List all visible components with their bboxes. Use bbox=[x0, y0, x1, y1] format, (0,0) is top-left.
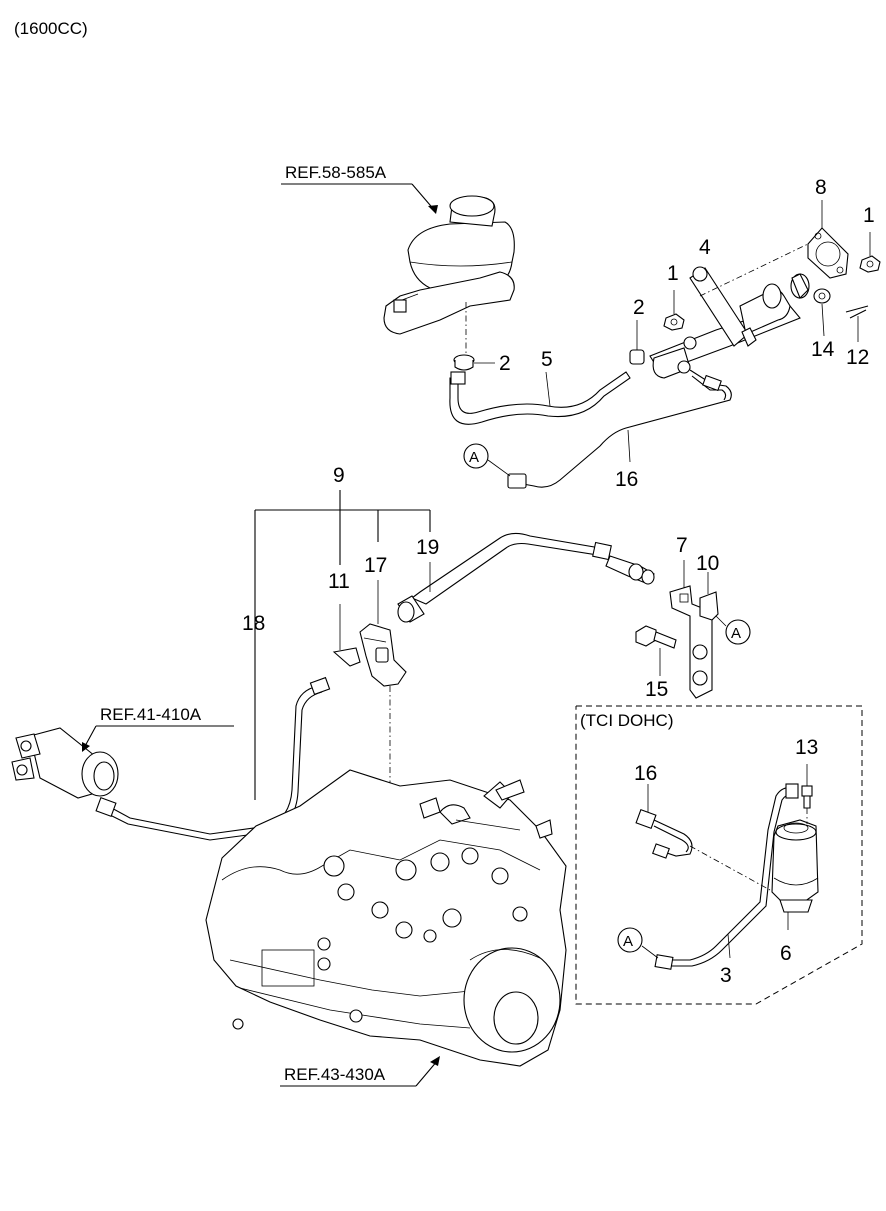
callout-7: 7 bbox=[676, 534, 688, 557]
callout-19: 19 bbox=[416, 536, 439, 559]
callout-1-right: 1 bbox=[863, 204, 875, 227]
callout-18: 18 bbox=[242, 612, 265, 635]
tci-dohc-inset: (TCI DOHC) bbox=[575, 705, 863, 1005]
svg-text:REF.43-430A: REF.43-430A bbox=[284, 1065, 386, 1084]
svg-text:REF.58-585A: REF.58-585A bbox=[285, 163, 387, 182]
callout-6: 6 bbox=[780, 942, 792, 965]
callout-11: 11 bbox=[328, 570, 350, 593]
connector-mark-a-upper: A bbox=[463, 443, 511, 477]
callout-8: 8 bbox=[815, 176, 827, 199]
connector-mark-a-inset: A bbox=[617, 927, 659, 959]
clip-part-10[interactable] bbox=[699, 572, 719, 621]
callout-10: 10 bbox=[696, 552, 719, 575]
reservoir-hose-part-5[interactable] bbox=[449, 371, 631, 425]
clutch-tube-part-16-upper[interactable] bbox=[507, 369, 732, 489]
snap-pin-part-12[interactable] bbox=[845, 305, 869, 342]
callout-2-right: 2 bbox=[633, 296, 645, 319]
callout-17: 17 bbox=[364, 554, 387, 577]
brake-fluid-reservoir bbox=[383, 195, 515, 356]
connector-mark-a-bracket: A bbox=[715, 615, 751, 645]
bolt-part-13[interactable] bbox=[801, 764, 813, 824]
callout-4: 4 bbox=[699, 236, 711, 259]
svg-text:REF.41-410A: REF.41-410A bbox=[100, 705, 202, 724]
clutch-hose-part-19[interactable] bbox=[397, 532, 655, 623]
clutch-tube-part-3[interactable] bbox=[654, 783, 799, 970]
transaxle-housing bbox=[205, 769, 567, 1067]
callout-16-upper: 16 bbox=[615, 468, 638, 491]
release-cylinder-ref-label[interactable]: REF.41-410A bbox=[82, 705, 234, 752]
clutch-tube-part-16-inset[interactable] bbox=[635, 784, 693, 859]
svg-text:A: A bbox=[623, 933, 633, 950]
hose-clamp-part-2-right[interactable] bbox=[629, 320, 645, 365]
callout-tree-9 bbox=[254, 490, 431, 800]
callout-5: 5 bbox=[541, 348, 553, 371]
svg-text:A: A bbox=[469, 449, 479, 466]
washer-part-14[interactable] bbox=[813, 288, 831, 337]
bracket-part-7[interactable] bbox=[669, 560, 713, 699]
nut-part-1-left[interactable] bbox=[663, 290, 685, 331]
gasket-part-8[interactable] bbox=[807, 200, 849, 279]
callout-3: 3 bbox=[720, 964, 732, 987]
reservoir-ref-label[interactable]: REF.58-585A bbox=[281, 163, 438, 214]
bolt-part-15[interactable] bbox=[635, 625, 677, 676]
release-cylinder-assembly bbox=[11, 727, 119, 799]
callout-16-inset: 16 bbox=[634, 762, 657, 785]
nut-part-1-right[interactable] bbox=[859, 232, 881, 273]
hose-clamp-part-2-left[interactable] bbox=[453, 354, 495, 371]
svg-text:(TCI DOHC): (TCI DOHC) bbox=[580, 711, 673, 730]
engine-header: (1600CC) bbox=[14, 19, 88, 38]
callout-12: 12 bbox=[846, 346, 869, 369]
callout-15: 15 bbox=[645, 678, 668, 701]
svg-text:A: A bbox=[731, 625, 741, 642]
pushrod-boot bbox=[790, 273, 810, 299]
callout-13: 13 bbox=[795, 736, 818, 759]
callout-1-left: 1 bbox=[667, 262, 679, 285]
callout-2-left: 2 bbox=[499, 352, 511, 375]
callout-14: 14 bbox=[811, 338, 835, 361]
concentric-slave-cylinder-part-6[interactable] bbox=[771, 819, 819, 930]
transaxle-ref-label[interactable]: REF.43-430A bbox=[280, 1056, 440, 1087]
callout-9: 9 bbox=[333, 464, 345, 487]
clutch-master-cylinder-part-4[interactable] bbox=[649, 243, 809, 379]
